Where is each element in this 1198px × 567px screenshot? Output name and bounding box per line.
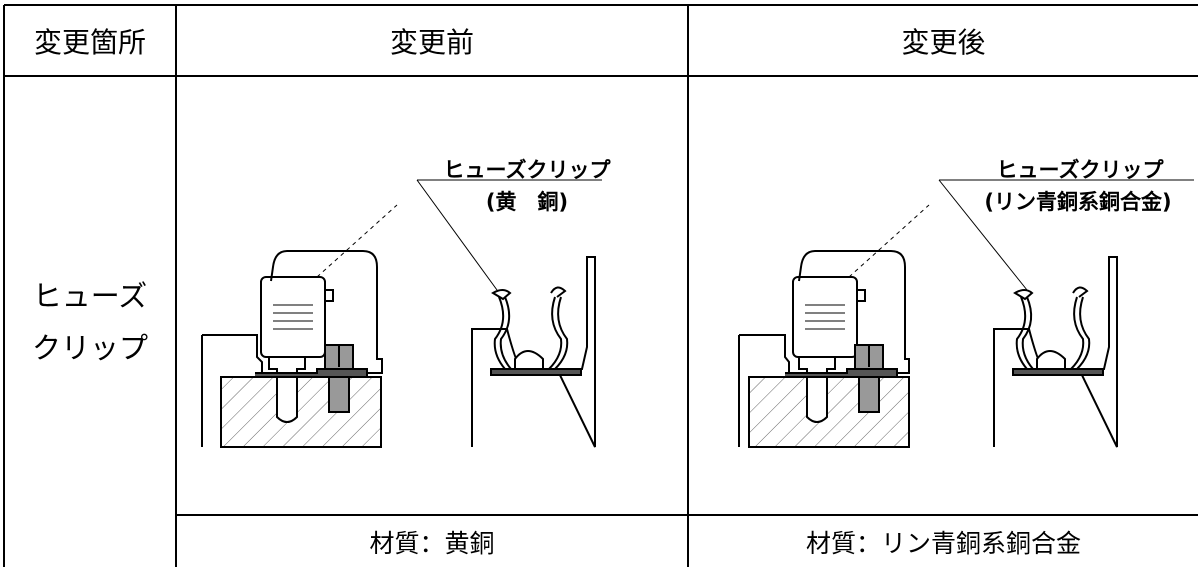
after-callout-material: (リン青銅系銅合金) — [984, 190, 1172, 214]
after-material-caption: 材質：リン青銅系銅合金 — [805, 528, 1081, 558]
before-figure — [201, 179, 602, 448]
header-after: 変更後 — [901, 25, 986, 59]
row-location-label: ヒューズ クリップ — [5, 77, 175, 567]
before-material-caption: 材質：黄銅 — [369, 528, 495, 558]
location-label-line2: クリップ — [31, 331, 148, 365]
header-location: 変更箇所 — [33, 25, 146, 59]
location-label-line1: ヒューズ — [32, 279, 148, 313]
after-callout-title: ヒューズクリップ — [996, 158, 1164, 182]
before-callout-material: (黄 銅) — [485, 190, 569, 214]
after-figure — [738, 179, 1194, 448]
before-callout-title: ヒューズクリップ — [443, 158, 611, 182]
header-before: 変更前 — [389, 25, 474, 59]
